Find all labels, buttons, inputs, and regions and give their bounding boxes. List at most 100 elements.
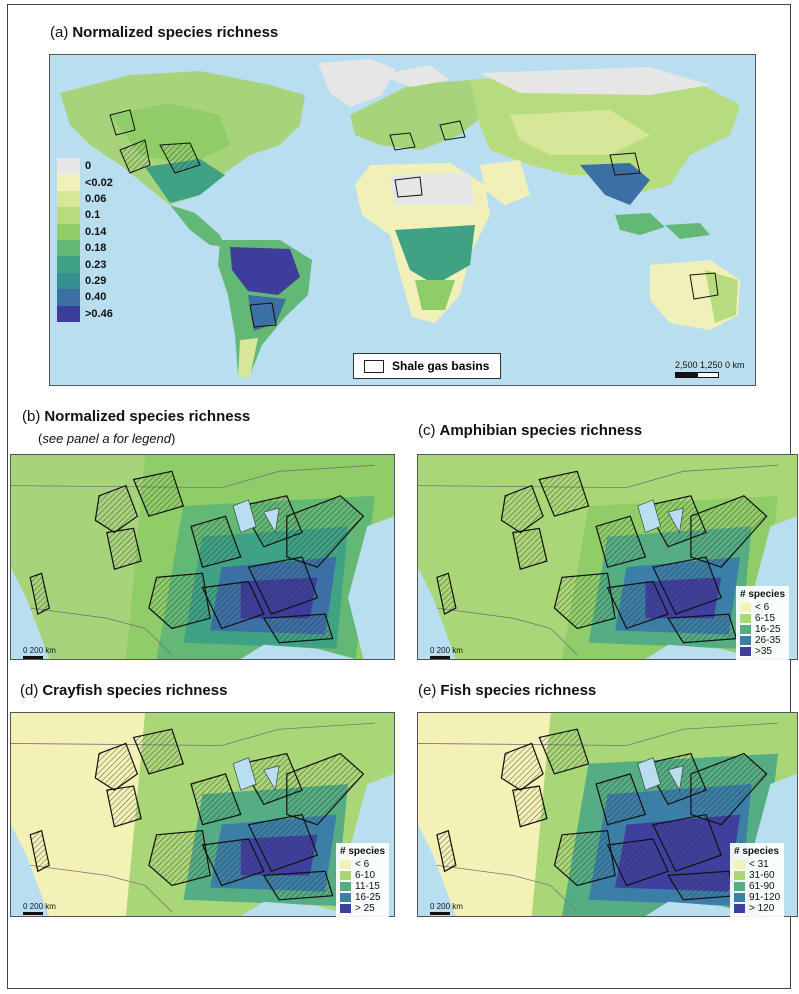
panel-b-subtitle-open: ( bbox=[38, 431, 43, 446]
legend-a-label: >0.46 bbox=[85, 307, 113, 320]
panel-e-name: Fish species richness bbox=[440, 682, 597, 699]
legend-a-label: 0.23 bbox=[85, 258, 107, 271]
legend-label: 6-10 bbox=[355, 870, 376, 881]
legend-a-swatch bbox=[57, 174, 80, 191]
scale-bar-b-graphic bbox=[23, 656, 43, 659]
scale-bar-a-labels: 2,500 1,250 0 km bbox=[675, 360, 745, 370]
panel-a-letter: (a) bbox=[50, 24, 69, 41]
legend-label: < 6 bbox=[355, 859, 370, 870]
panel-e-letter: (e) bbox=[418, 682, 437, 699]
legend-swatch bbox=[734, 860, 745, 869]
legend-item: < 31 bbox=[734, 859, 780, 870]
legend-a-swatch bbox=[57, 223, 80, 240]
scale-bar-b-label: 0 200 km bbox=[23, 646, 56, 655]
shale-basins-label: Shale gas basins bbox=[392, 359, 490, 373]
legend-a-item: <0.02 bbox=[57, 174, 113, 191]
legend-a-item: 0 bbox=[57, 158, 113, 175]
legend-label: < 6 bbox=[755, 602, 770, 613]
legend-swatch bbox=[340, 904, 351, 913]
panel-b-subtitle: (see panel a for legend) bbox=[38, 431, 175, 446]
legend-label: < 31 bbox=[749, 859, 769, 870]
legend-item: > 120 bbox=[734, 903, 780, 914]
panel-c-letter: (c) bbox=[418, 422, 436, 439]
legend-item: < 6 bbox=[740, 602, 785, 613]
panel-a-name: Normalized species richness bbox=[72, 24, 279, 41]
world-map bbox=[49, 54, 756, 386]
legend-a-label: 0.40 bbox=[85, 291, 107, 304]
legend-a-swatch bbox=[57, 239, 80, 257]
legend-label: 61-90 bbox=[749, 881, 775, 892]
legend-item: 11-15 bbox=[340, 881, 385, 892]
legend-a-item: 0.1 bbox=[57, 207, 113, 224]
scale-bar-c-label: 0 200 km bbox=[430, 646, 463, 655]
legend-a-label: 0.14 bbox=[85, 225, 107, 238]
legend-swatch bbox=[740, 647, 751, 656]
panel-e-title: (e)Fish species richness bbox=[418, 682, 596, 699]
panel-b-name: Normalized species richness bbox=[44, 408, 251, 425]
panel-c-title: (c)Amphibian species richness bbox=[418, 422, 642, 439]
legend-a-item: 0.06 bbox=[57, 190, 113, 208]
legend-label: 6-15 bbox=[755, 613, 776, 624]
scale-bar-c-graphic bbox=[430, 656, 450, 659]
legend-item: 16-25 bbox=[740, 624, 785, 635]
scale-bar-d-label: 0 200 km bbox=[23, 902, 56, 911]
scale-bar-d-graphic bbox=[23, 912, 43, 915]
legend-swatch bbox=[734, 882, 745, 891]
shale-basins-legend: Shale gas basins bbox=[353, 353, 501, 379]
legend-label: 16-25 bbox=[355, 892, 381, 903]
us-map-c bbox=[417, 454, 798, 660]
panel-d-title: (d)Crayfish species richness bbox=[20, 682, 227, 699]
legend-swatch bbox=[740, 625, 751, 634]
legend-label: 16-25 bbox=[755, 624, 781, 635]
legend-a-label: 0.06 bbox=[85, 192, 107, 205]
shale-basin-swatch bbox=[364, 359, 384, 373]
us-map-e bbox=[417, 712, 798, 917]
legend-a-swatch bbox=[57, 190, 80, 208]
us-map-b bbox=[10, 454, 395, 660]
legend-item: 31-60 bbox=[734, 870, 780, 881]
panel-b-letter: (b) bbox=[22, 408, 41, 425]
legend-swatch bbox=[340, 860, 351, 869]
legend-item: 6-15 bbox=[740, 613, 785, 624]
legend-a-label: 0.29 bbox=[85, 274, 107, 287]
legend-swatch bbox=[734, 904, 745, 913]
legend-header: # species bbox=[740, 589, 786, 600]
legend-a-label: <0.02 bbox=[85, 176, 113, 189]
scale-bar-b: 0 200 km bbox=[23, 646, 56, 659]
legend-label: 31-60 bbox=[749, 870, 775, 881]
legend-item: < 6 bbox=[340, 859, 385, 870]
legend-a-label: 0.1 bbox=[85, 209, 101, 222]
panel-b-title: (b)Normalized species richness bbox=[22, 408, 250, 425]
legend-a-item: 0.14 bbox=[57, 223, 113, 240]
legend-item: > 25 bbox=[340, 903, 385, 914]
legend-item: 16-25 bbox=[340, 892, 385, 903]
legend-item: >35 bbox=[740, 646, 785, 657]
legend-item: 61-90 bbox=[734, 881, 780, 892]
legend-label: 26-35 bbox=[755, 635, 781, 646]
scale-bar-e-label: 0 200 km bbox=[430, 902, 463, 911]
scale-bar-d: 0 200 km bbox=[23, 902, 56, 915]
panel-a-title: (a)Normalized species richness bbox=[50, 24, 278, 41]
legend-label: 11-15 bbox=[355, 881, 380, 892]
legend-swatch bbox=[340, 871, 351, 880]
legend-item: 91-120 bbox=[734, 892, 780, 903]
scale-bar-a-graphic bbox=[675, 372, 745, 378]
scale-bar-a: 2,500 1,250 0 km bbox=[675, 360, 745, 378]
legend-label: 91-120 bbox=[749, 892, 781, 903]
legend-swatch bbox=[740, 636, 751, 645]
scale-bar-e: 0 200 km bbox=[430, 902, 463, 915]
legend-header: # species bbox=[340, 846, 386, 857]
legend-swatch bbox=[740, 614, 751, 623]
scale-bar-e-graphic bbox=[430, 912, 450, 915]
legend-a-label: 0 bbox=[85, 160, 92, 173]
panel-b-subtitle-text: see panel a for legend bbox=[42, 431, 171, 446]
scale-bar-c: 0 200 km bbox=[430, 646, 463, 659]
legend-label: > 25 bbox=[355, 903, 375, 914]
legend-label: > 120 bbox=[749, 903, 775, 914]
legend-swatch bbox=[340, 882, 351, 891]
legend-a-swatch bbox=[57, 305, 80, 322]
